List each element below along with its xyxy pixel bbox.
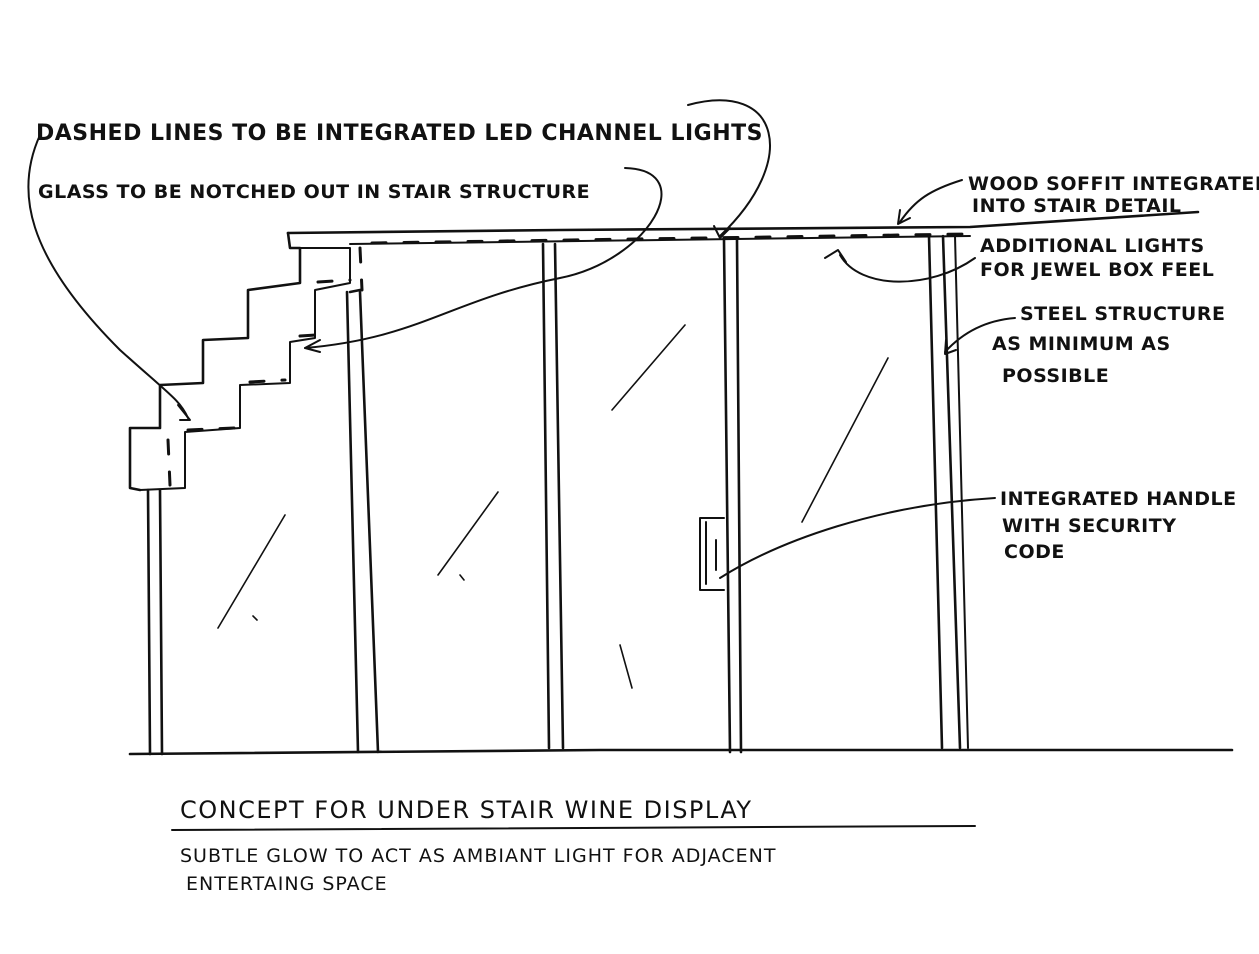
note-wood-soffit-line2: INTO STAIR DETAIL xyxy=(972,195,1182,217)
stair-inner-profile xyxy=(139,247,351,491)
note-steel-line2: AS MINIMUM AS xyxy=(992,333,1171,355)
note-steel-line3: POSSIBLE xyxy=(1002,365,1109,387)
glass-leader xyxy=(304,167,663,349)
post-2 xyxy=(345,288,380,754)
soffit-leader xyxy=(899,179,963,223)
post-3 xyxy=(541,242,565,750)
vertical-led-dashed xyxy=(358,246,364,292)
note-additional-lights-line1: ADDITIONAL LIGHTS xyxy=(980,235,1205,257)
stair-profile xyxy=(128,231,302,492)
title-underline xyxy=(171,825,976,831)
steel-leader xyxy=(944,317,1016,353)
led-leader-2 xyxy=(687,99,771,237)
glass-glint xyxy=(217,324,889,689)
soffit-arrowhead xyxy=(897,209,911,225)
post-5 xyxy=(927,234,962,750)
lights-leader xyxy=(839,254,976,283)
note-led-lights: DASHED LINES TO BE INTEGRATED LED CHANNE… xyxy=(36,121,763,146)
note-wood-soffit-line1: WOOD SOFFIT INTEGRATED xyxy=(968,173,1259,195)
post-1 xyxy=(146,488,164,756)
soffit-led-dashed xyxy=(370,232,970,245)
note-glass-notched: GLASS TO BE NOTCHED OUT IN STAIR STRUCTU… xyxy=(38,181,590,203)
note-handle-line2: WITH SECURITY xyxy=(1002,515,1176,537)
wood-soffit-line xyxy=(286,210,1200,235)
note-handle-line3: CODE xyxy=(1004,541,1065,563)
led-arrowhead-2 xyxy=(713,225,731,239)
sketch-subtitle-line2: ENTERTAING SPACE xyxy=(186,873,388,895)
led-arrowhead xyxy=(177,404,191,421)
floor-line xyxy=(128,748,1234,756)
stair-led-dashed xyxy=(166,278,352,487)
sketch-subtitle-line1: SUBTLE GLOW TO ACT AS AMBIANT LIGHT FOR … xyxy=(180,845,776,867)
handle-shape xyxy=(699,517,725,591)
sketch-title: CONCEPT FOR UNDER STAIR WINE DISPLAY xyxy=(180,796,753,824)
steel-arrowhead xyxy=(944,339,957,355)
glass-arrowhead xyxy=(304,339,321,353)
post-4 xyxy=(722,238,743,754)
note-handle-line1: INTEGRATED HANDLE xyxy=(1000,488,1237,510)
handle-leader xyxy=(719,497,996,579)
note-additional-lights-line2: FOR JEWEL BOX FEEL xyxy=(980,259,1214,281)
lights-arrowhead xyxy=(824,249,847,263)
note-steel-line1: STEEL STRUCTURE xyxy=(1020,303,1225,325)
led-leader xyxy=(27,134,189,419)
end-post xyxy=(954,235,969,749)
